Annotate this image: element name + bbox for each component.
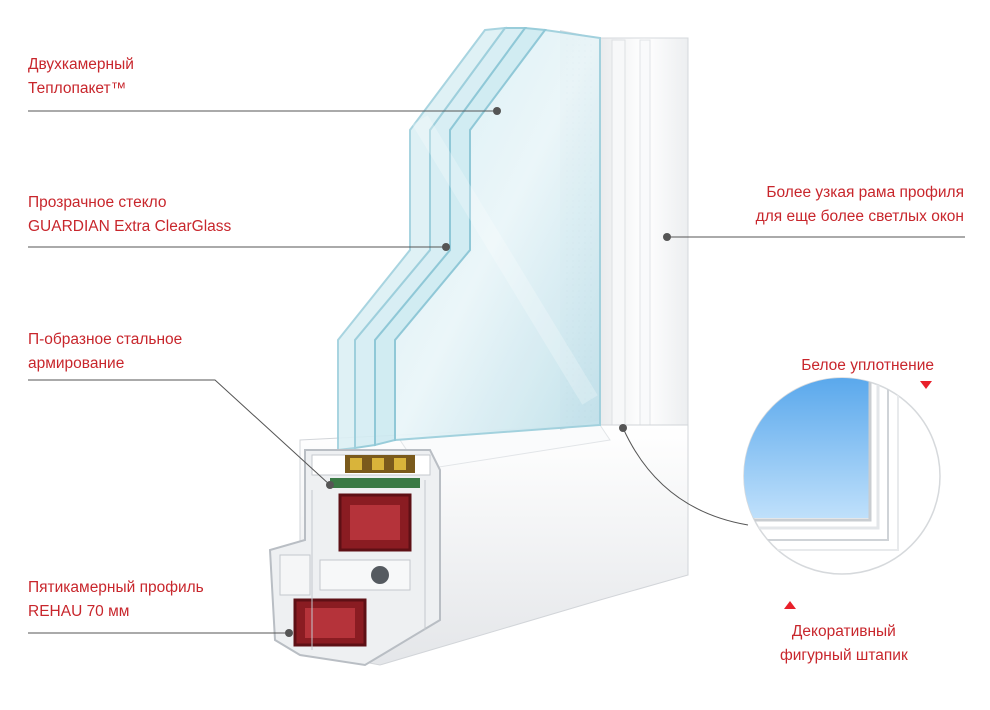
clear-glass-pointer-dot <box>442 243 450 251</box>
profile-label-line1: Пятикамерный профиль <box>28 579 204 596</box>
glass-unit-label-line1: Двухкамерный <box>28 56 134 73</box>
triangle-up-icon <box>784 601 796 609</box>
glass-unit-pointer-dot <box>493 107 501 115</box>
seal-label: Белое уплотнение <box>801 354 934 378</box>
frame-label: Более узкая рама профиля для еще более с… <box>756 181 964 229</box>
profile-label: Пятикамерный профиль REHAU 70 мм <box>28 576 204 624</box>
steel-label-line2: армирование <box>28 355 125 372</box>
profile-pointer-dot <box>285 629 293 637</box>
glass-unit-label-line2: Теплопакет™ <box>28 80 127 97</box>
profile-cross-section <box>268 449 441 667</box>
clear-glass-label-line1: Прозрачное стекло <box>28 194 167 211</box>
frame-label-line1: Более узкая рама профиля <box>766 184 964 201</box>
leader-lines <box>28 110 965 634</box>
frame-pointer-dot <box>663 233 671 241</box>
leader-endpoints <box>285 107 671 637</box>
glass-panes <box>337 26 601 452</box>
seal-label-line1: Белое уплотнение <box>801 357 934 374</box>
clear-glass-label-line2: GUARDIAN Extra ClearGlass <box>28 218 232 235</box>
seal-pointer-dot <box>619 424 627 432</box>
steel-label-line1: П-образное стальное <box>28 331 183 348</box>
steel-reinforcement-label: П-образное стальное армирование <box>28 328 182 376</box>
triangle-down-icon <box>920 381 932 389</box>
frame-label-line2: для еще более светлых окон <box>755 208 964 225</box>
bead-label: Декоративный фигурный штапик <box>780 620 908 668</box>
detail-zoom-circle <box>743 377 941 575</box>
profile-label-line2: REHAU 70 мм <box>28 603 130 620</box>
bead-label-line2: фигурный штапик <box>780 647 908 664</box>
steel-pointer-dot <box>326 481 334 489</box>
clear-glass-label: Прозрачное стекло GUARDIAN Extra ClearGl… <box>28 191 231 239</box>
bead-label-line1: Декоративный <box>791 623 896 640</box>
glass-unit-label: Двухкамерный Теплопакет™ <box>28 53 134 101</box>
